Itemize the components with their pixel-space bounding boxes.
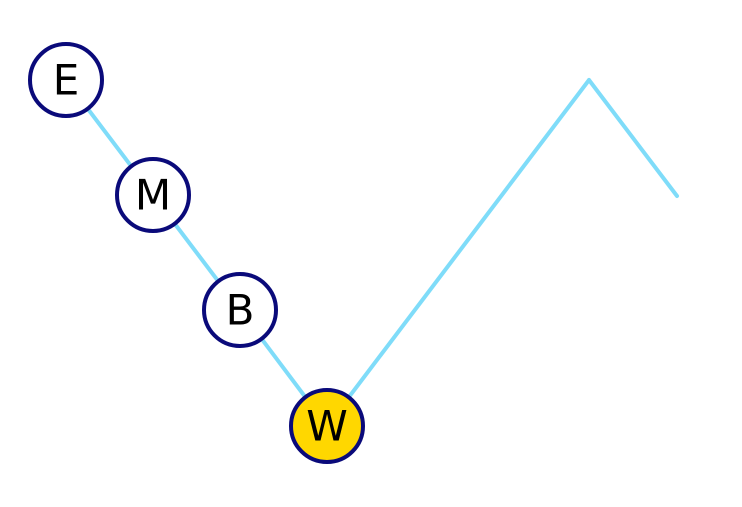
node-e-label: E <box>53 56 80 105</box>
node-m-circle <box>115 157 191 233</box>
edge-w-peak <box>325 78 591 428</box>
node-b-label: B <box>226 286 255 335</box>
node-m: M <box>115 157 191 233</box>
node-b: B <box>202 272 278 348</box>
node-w-label: W <box>306 402 348 451</box>
edge-layer <box>64 78 679 428</box>
node-m-label: M <box>135 171 171 220</box>
edge-peak-end <box>587 78 679 198</box>
node-w: W <box>289 388 365 464</box>
node-e-circle <box>28 42 104 118</box>
node-w-circle <box>289 388 365 464</box>
node-b-circle <box>202 272 278 348</box>
node-e: E <box>28 42 104 118</box>
